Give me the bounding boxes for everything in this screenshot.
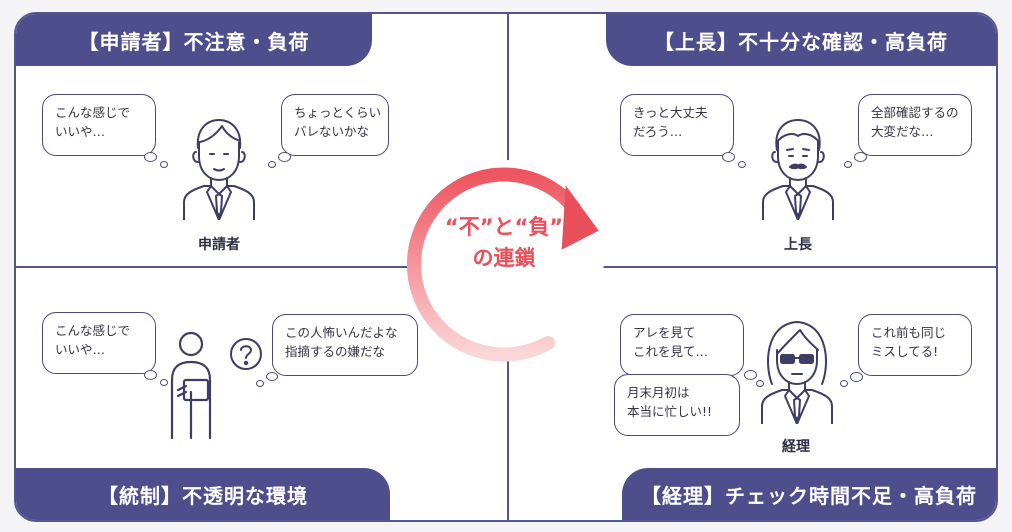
accounting-name: 経理 [749, 436, 843, 456]
bubble-line: 本当に忙しい!! [627, 402, 727, 421]
bubble-line: こんな感じで [55, 321, 143, 340]
thought-dot [144, 370, 157, 380]
tab-applicant: 【申請者】不注意・負荷 [16, 14, 372, 66]
applicant-name: 申請者 [172, 234, 266, 254]
cycle-label-line1: “不”と“負” [429, 212, 579, 243]
bubble-line: こんな感じで [55, 103, 143, 122]
thought-dot [268, 161, 276, 168]
cycle-label-line2: の連鎖 [429, 243, 579, 274]
bubble-line: いいや… [55, 340, 143, 359]
tab-accounting: 【経理】チェック時間不足・高負荷 [622, 468, 996, 520]
question-icon [228, 336, 264, 372]
thought-dot [266, 372, 278, 381]
thought-dot [738, 161, 746, 168]
bubble-line: 全部確認するの [871, 103, 959, 122]
staff-person-icon [164, 330, 234, 442]
accounting-thought-right: これ前も同じ ミスしてる! [858, 314, 972, 376]
thought-dot [722, 152, 735, 162]
tab-control: 【統制】不透明な環境 [16, 468, 390, 520]
thought-dot [854, 152, 867, 162]
manager-thought-left: きっと大丈夫 だろう… [620, 94, 734, 156]
applicant-person-icon [174, 112, 264, 220]
bubble-line: いいや… [55, 122, 143, 141]
thought-dot [160, 161, 168, 168]
accounting-thought-bottom: 月末月初は 本当に忙しい!! [614, 374, 740, 436]
bubble-line: だろう… [633, 122, 721, 141]
manager-thought-right: 全部確認するの 大変だな… [858, 94, 972, 156]
bubble-line: ミスしてる! [871, 342, 959, 361]
thought-dot [844, 161, 852, 168]
thought-dot [256, 380, 264, 387]
bubble-line: バレないかな [294, 122, 376, 141]
manager-name: 上長 [751, 234, 845, 254]
thought-dot [850, 372, 863, 382]
bubble-line: この人怖いんだよな [285, 323, 405, 342]
thought-dot [278, 152, 291, 162]
bubble-line: これを見て… [633, 342, 731, 361]
bubble-line: 大変だな… [871, 122, 959, 141]
bubble-line: これ前も同じ [871, 323, 959, 342]
bubble-line: ちょっとくらい [294, 103, 376, 122]
bubble-line: 指摘するの嫌だな [285, 342, 405, 361]
accounting-thought-top: アレを見て これを見て… [620, 314, 744, 376]
accountant-person-icon [750, 314, 844, 424]
applicant-thought-left: こんな感じで いいや… [42, 94, 156, 156]
tab-manager: 【上長】不十分な確認・高負荷 [606, 14, 996, 66]
applicant-thought-right: ちょっとくらい バレないかな [281, 94, 389, 156]
bubble-line: きっと大丈夫 [633, 103, 721, 122]
control-thought-left: こんな感じで いいや… [42, 312, 156, 374]
bubble-line: アレを見て [633, 323, 731, 342]
cycle-label: “不”と“負” の連鎖 [429, 212, 579, 274]
thought-dot [144, 152, 157, 162]
bubble-line: 月末月初は [627, 383, 727, 402]
manager-person-icon [753, 112, 843, 220]
